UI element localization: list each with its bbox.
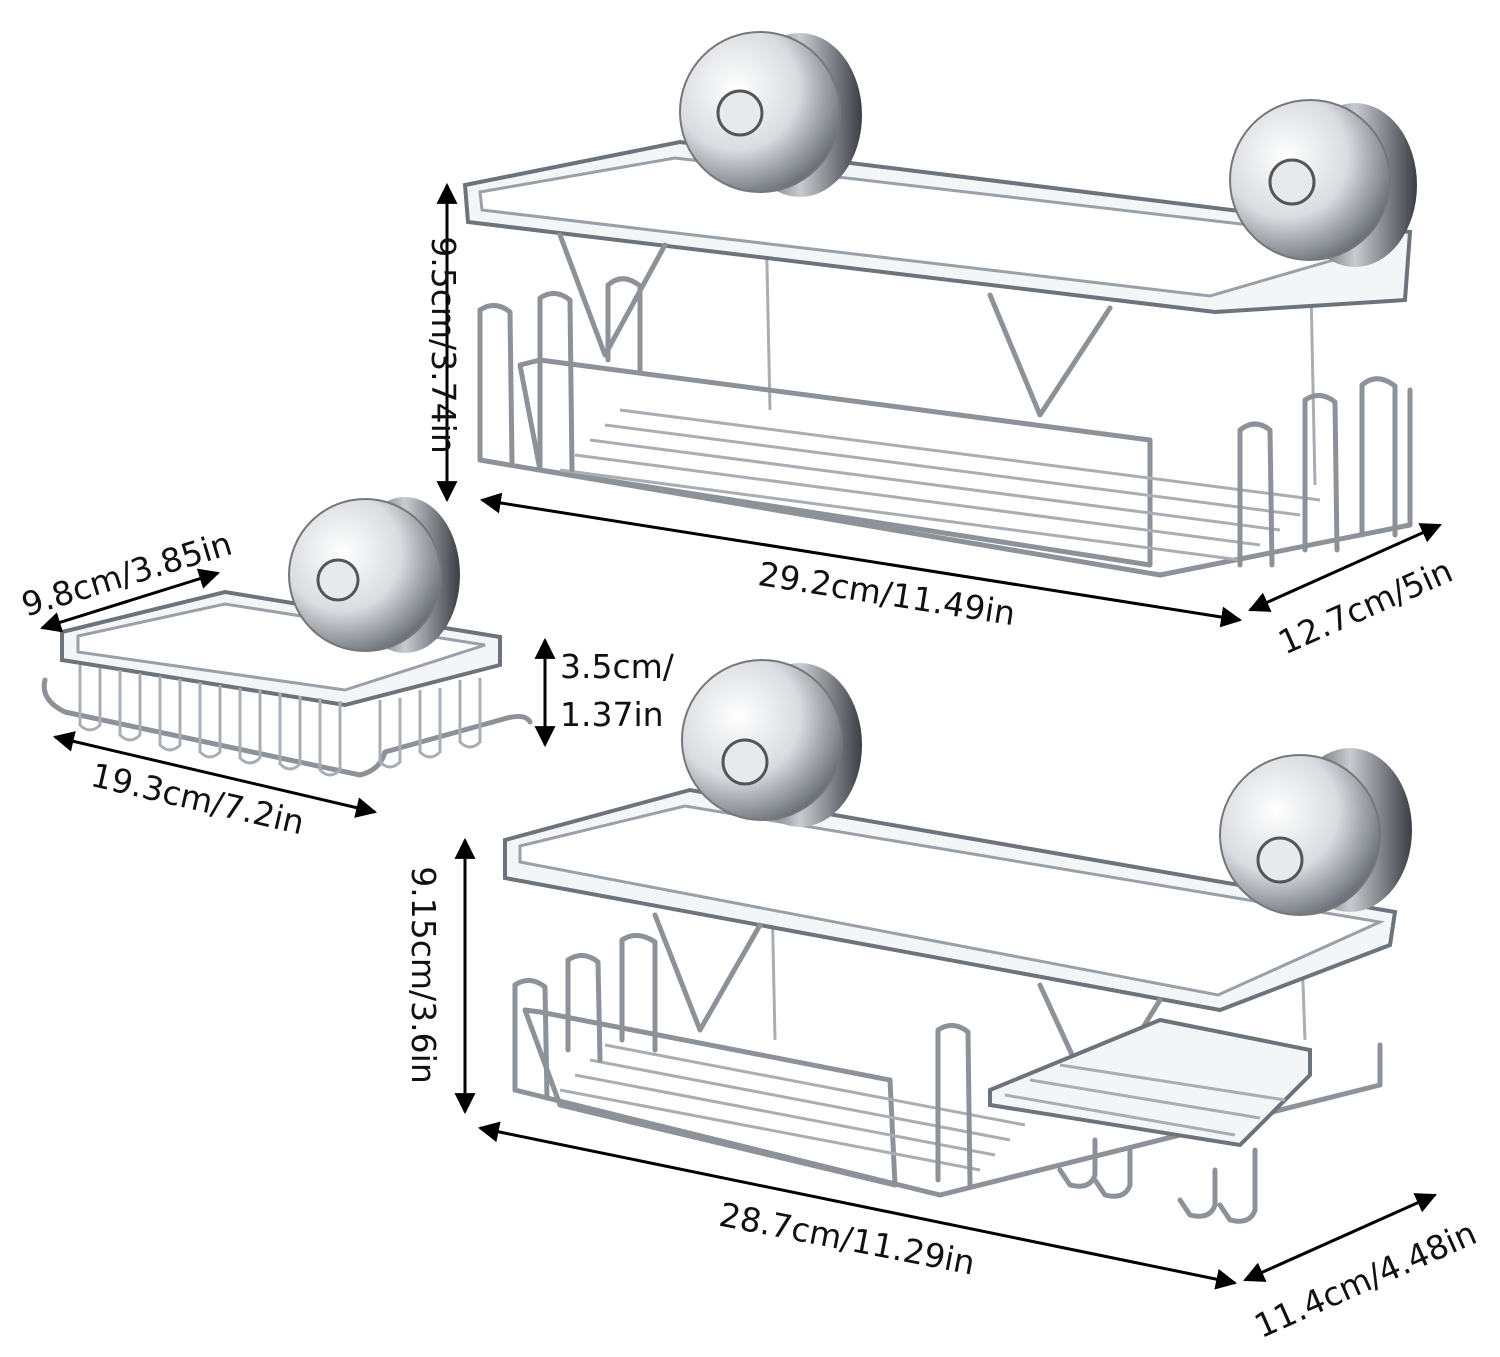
large-basket-length-label: 29.2cm/11.49in [756,554,1018,633]
hook-basket-depth-arrow [1243,1193,1437,1282]
hook-basket [503,659,1412,1224]
large-basket-depth-arrow [1248,523,1442,612]
soap-dish-length-label: 19.3cm/7.2in [87,755,308,842]
hook-basket-soap-tray [988,1017,1312,1148]
hook-basket-length-arrow [477,1121,1238,1290]
soap-dish-suction-cup [288,497,460,653]
large-basket-depth-label: 12.7cm/5in [1272,551,1458,662]
large-basket-height-label: 9.5cm/3.74in [424,236,463,453]
large-basket-suction-cup-right [1229,99,1417,267]
hook-basket-side-loops [512,933,973,1188]
soap-dish [41,497,533,778]
large-basket-side-loops [477,276,1398,568]
large-basket-suction-cup-left [679,31,862,197]
hook-basket-height-label: 9.15cm/3.6in [404,866,443,1083]
soap-dish-height-label-line1: 3.5cm/ [560,647,675,686]
large-basket-top-frame-inner [478,156,1396,298]
hook-basket-suction-cup-right [1219,748,1412,916]
hook-basket-suction-cup-left [681,659,862,827]
hook-basket-v-support [652,912,763,1033]
hook-basket-top-frame-inner [518,804,1386,997]
hook-basket-floor-wires [559,1043,1026,1172]
soap-dish-depth-arrow [39,568,221,633]
hook-basket-length-label: 28.7cm/11.29in [716,1195,978,1283]
hook-basket-inner-rail [522,1007,898,1188]
hook-basket-hooks [1057,1137,1258,1224]
large-basket-v-support [557,232,668,358]
soap-dish-length-arrow [52,731,378,818]
large-basket-length-arrow [479,492,1243,628]
dimension-arrows [39,182,1442,1290]
hook-basket-depth-label: 11.4cm/4.48in [1248,1213,1482,1346]
large-basket-v-support [987,292,1113,418]
soap-dish-height-label-line2: 1.37in [560,695,664,734]
large-basket [462,31,1417,578]
